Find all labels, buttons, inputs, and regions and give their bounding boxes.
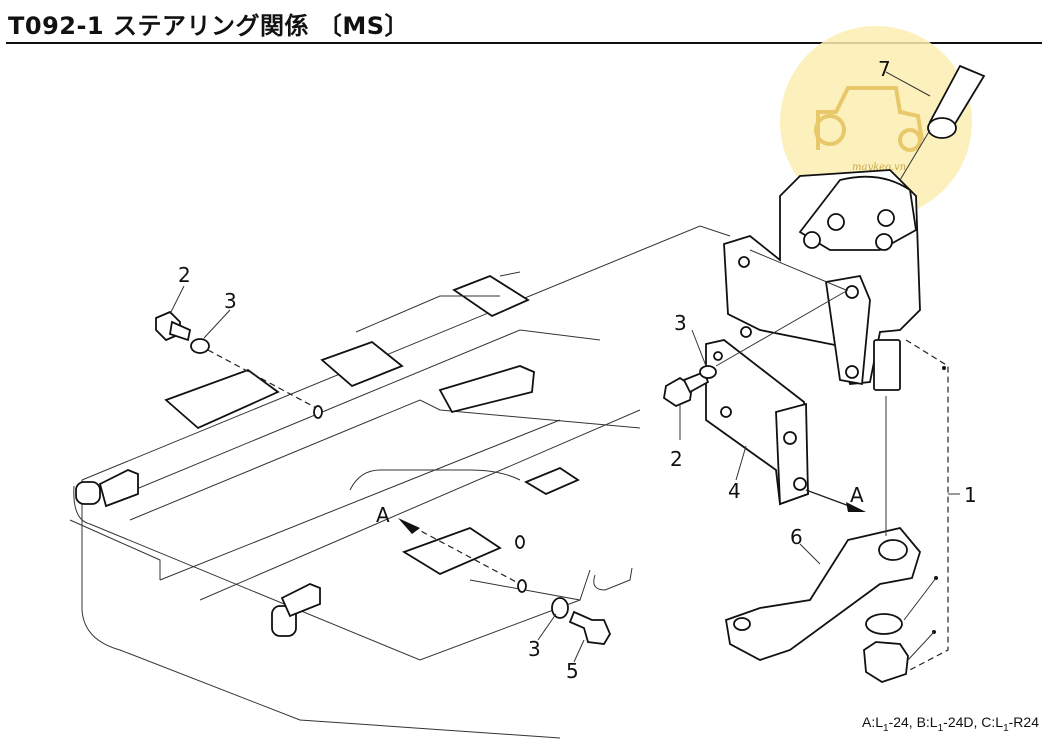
label-part-2-left: 2: [178, 263, 191, 287]
bolt-left-2: [155, 310, 192, 342]
watermark-circle: [780, 26, 972, 218]
view-arrow-left: [398, 518, 420, 534]
steering-shaft-7: [899, 64, 986, 181]
bolt-bottom-5: [568, 610, 612, 645]
model-footnote: A:L1-24, B:L1-24D, C:L1-R24: [861, 714, 1039, 734]
pitman-arm-6: [724, 526, 922, 661]
washer-left-3: [190, 338, 210, 354]
title-underline: [6, 42, 1042, 44]
label-view-a-left: A: [376, 503, 390, 527]
page-title: T092-1 ステアリング関係 〔MS〕: [8, 12, 410, 40]
label-part-3-left: 3: [224, 289, 237, 313]
label-part-3-right: 3: [674, 311, 687, 335]
label-part-3-bottom: 3: [528, 637, 541, 661]
watermark: maykeo.vn: [780, 26, 972, 218]
label-part-7: 7: [878, 57, 891, 81]
label-part-4: 4: [728, 479, 741, 503]
bolt-right-2: [663, 376, 693, 408]
steering-gearbox: [723, 169, 921, 391]
frame-outline: [69, 225, 731, 739]
label-part-5: 5: [566, 659, 579, 683]
label-part-1: 1: [964, 483, 977, 507]
tractor-watermark-icon: [814, 86, 924, 152]
label-part-2-right: 2: [670, 447, 683, 471]
watermark-text: maykeo.vn: [852, 162, 906, 173]
bracket-4: [705, 339, 809, 506]
label-view-a-right: A: [850, 483, 864, 507]
nut: [863, 641, 909, 683]
label-part-6: 6: [790, 525, 803, 549]
washer-bottom-3: [551, 597, 569, 619]
washer-right-3: [699, 365, 717, 379]
lock-washer: [865, 613, 903, 635]
